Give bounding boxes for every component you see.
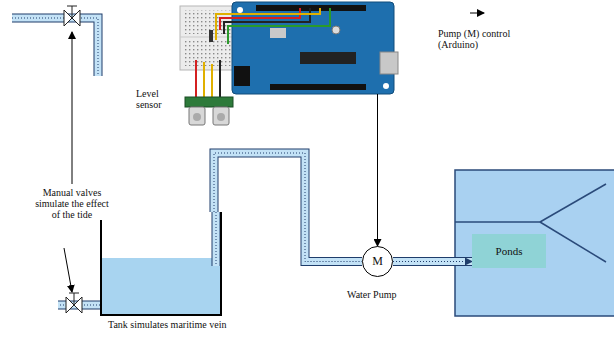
pump-symbol: M xyxy=(363,247,392,276)
water-pipe xyxy=(393,261,472,262)
sensor-label: Level sensor xyxy=(136,88,180,110)
tank-water xyxy=(101,258,221,315)
inlet-pipe xyxy=(12,6,98,76)
ponds-box: Ponds xyxy=(472,234,546,268)
pump-circle: MWater Pump xyxy=(362,246,393,277)
control-label: Pump (M) control (Arduino) xyxy=(438,28,528,50)
pointer-arrow xyxy=(72,32,73,184)
pump-label: Water Pump xyxy=(347,289,396,300)
ultrasonic-sensor xyxy=(185,97,233,125)
pointer-arrow xyxy=(64,248,72,292)
ponds-label: Ponds xyxy=(472,234,546,268)
arduino-node: Pump (M) control (Arduino) xyxy=(232,2,394,94)
tank-inner-pipe xyxy=(216,212,217,266)
tank-node: Tank simulates maritime vein xyxy=(100,212,222,316)
outlet-pipe xyxy=(58,293,100,313)
arrow-symbol xyxy=(470,13,484,14)
arduino-board xyxy=(232,2,398,94)
wires xyxy=(196,8,330,98)
valves-label: Manual valves simulate the effect of the… xyxy=(30,187,114,220)
control-signal xyxy=(377,94,378,246)
water-pipe xyxy=(214,153,362,262)
pond-region xyxy=(455,170,614,316)
tank-label: Tank simulates maritime vein xyxy=(108,319,226,330)
